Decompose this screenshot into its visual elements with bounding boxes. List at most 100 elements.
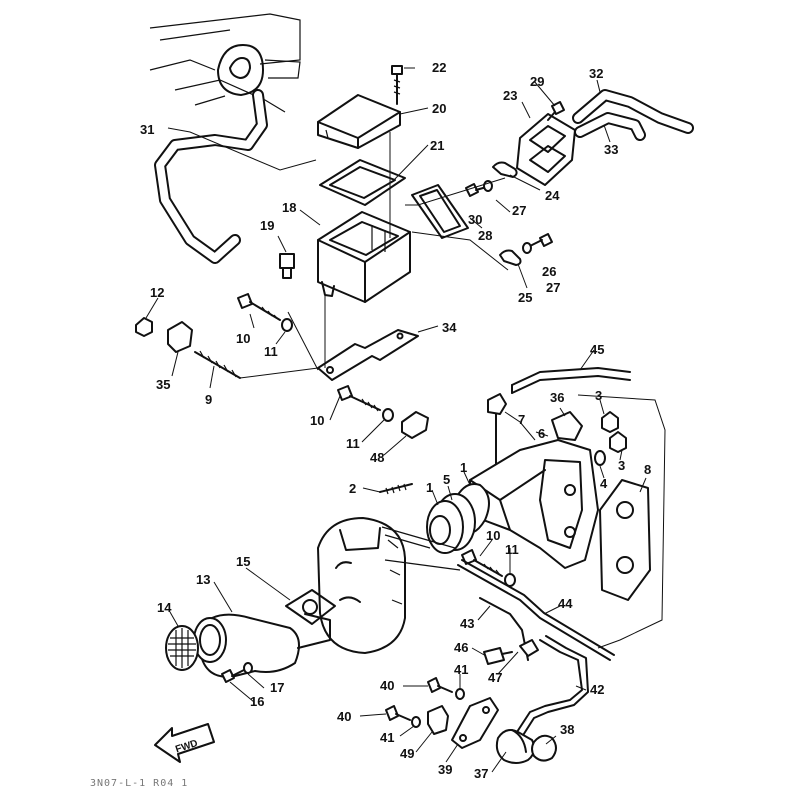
callout-9: 9	[205, 392, 212, 407]
hoses-32-33	[572, 89, 694, 141]
cap-37	[495, 729, 536, 764]
gasket-21	[319, 159, 406, 206]
callout-4: 4	[600, 476, 608, 491]
fitting-47	[519, 639, 539, 657]
bolt-46	[483, 647, 513, 665]
gasket-8	[599, 479, 651, 601]
callout-11c: 11	[505, 542, 519, 557]
callout-49: 49	[400, 746, 414, 761]
callout-40a: 40	[380, 678, 394, 693]
callout-3a: 3	[595, 388, 602, 403]
callout-48: 48	[370, 450, 384, 465]
hose-45	[511, 367, 631, 394]
footer-code: 3N07-L-1 R04 1	[90, 778, 188, 789]
callout-26: 26	[542, 264, 556, 279]
bolt-40-upper	[427, 677, 453, 693]
callout-31: 31	[140, 122, 154, 137]
callout-41b: 41	[380, 730, 394, 745]
callout-19: 19	[260, 218, 274, 233]
callout-12: 12	[150, 285, 164, 300]
callout-23: 23	[503, 88, 517, 103]
nut-3-upper	[601, 411, 619, 433]
callout-42: 42	[590, 682, 604, 697]
washer-4	[594, 450, 606, 466]
gasket-15	[285, 589, 336, 625]
callout-15: 15	[236, 554, 250, 569]
callout-6: 6	[538, 426, 545, 441]
bolt-10-middle	[337, 385, 394, 422]
callout-1a: 1	[426, 480, 433, 495]
callout-numbers: 22 20 21 18 19 31 29 32 23 33 24 27 30 2…	[140, 60, 651, 781]
clip-48	[401, 411, 429, 439]
screw-29	[547, 101, 565, 121]
callout-34: 34	[442, 320, 457, 335]
callout-32: 32	[589, 66, 603, 81]
callout-40b: 40	[337, 709, 351, 724]
link-rod-42	[514, 635, 589, 741]
collar-35	[167, 321, 193, 353]
callout-29: 29	[530, 74, 544, 89]
bushing-49	[427, 705, 449, 735]
intake-elbow-13	[193, 613, 331, 678]
callout-30: 30	[468, 212, 482, 227]
silencer-cover-20	[317, 94, 401, 149]
callout-1b: 1	[460, 460, 467, 475]
nut-12	[135, 317, 153, 337]
callout-2: 2	[349, 481, 356, 496]
intake-manifold-1	[451, 439, 599, 569]
callout-14: 14	[157, 600, 172, 615]
grommet-19	[279, 253, 295, 279]
washer-17	[243, 662, 253, 674]
bolt-22	[391, 65, 403, 105]
callout-43: 43	[460, 616, 474, 631]
washer-41-lower	[411, 716, 421, 728]
callout-38: 38	[560, 722, 574, 737]
screen-14	[165, 625, 199, 671]
reed-valve-23	[516, 113, 576, 186]
callout-41a: 41	[454, 662, 468, 677]
callout-20: 20	[432, 101, 446, 116]
callout-28: 28	[478, 228, 492, 243]
callout-18: 18	[282, 200, 296, 215]
callout-17: 17	[270, 680, 284, 695]
callout-25: 25	[518, 290, 532, 305]
callout-35: 35	[156, 377, 170, 392]
callout-36a: 36	[550, 390, 564, 405]
engine-top-outline	[149, 13, 301, 113]
hose-31	[154, 89, 268, 264]
callout-33: 33	[604, 142, 618, 157]
callout-16: 16	[250, 694, 264, 709]
callout-5: 5	[443, 472, 450, 487]
clamp-36	[551, 411, 583, 441]
bolt-10-upper	[237, 293, 293, 332]
callout-10c: 10	[486, 528, 500, 543]
callout-44: 44	[558, 596, 573, 611]
bracket-34	[317, 329, 419, 381]
callout-47: 47	[488, 670, 502, 685]
fwd-arrow: FWD	[154, 723, 215, 763]
callout-8: 8	[644, 462, 651, 477]
joint-7	[487, 393, 507, 471]
clips-24-25	[492, 161, 522, 266]
nut-3-lower	[609, 431, 627, 453]
carburetor-body	[317, 517, 461, 654]
plate-39	[451, 697, 499, 749]
washer-41-upper	[455, 688, 465, 700]
callout-10b: 10	[310, 413, 324, 428]
gasket-28	[411, 184, 469, 239]
reed-block-5	[426, 493, 476, 554]
bolt-26-washer-27	[522, 233, 553, 254]
bolt-40-lower	[385, 705, 411, 721]
callout-10a: 10	[236, 331, 250, 346]
leader-lines	[145, 67, 666, 773]
screw-16	[221, 669, 245, 683]
stud-9	[194, 350, 241, 379]
callout-46: 46	[454, 640, 468, 655]
callout-24: 24	[545, 188, 560, 203]
clip-38	[531, 734, 557, 762]
callout-37: 37	[474, 766, 488, 781]
callout-11a: 11	[264, 344, 278, 359]
callout-39: 39	[438, 762, 452, 777]
callout-45: 45	[590, 342, 604, 357]
